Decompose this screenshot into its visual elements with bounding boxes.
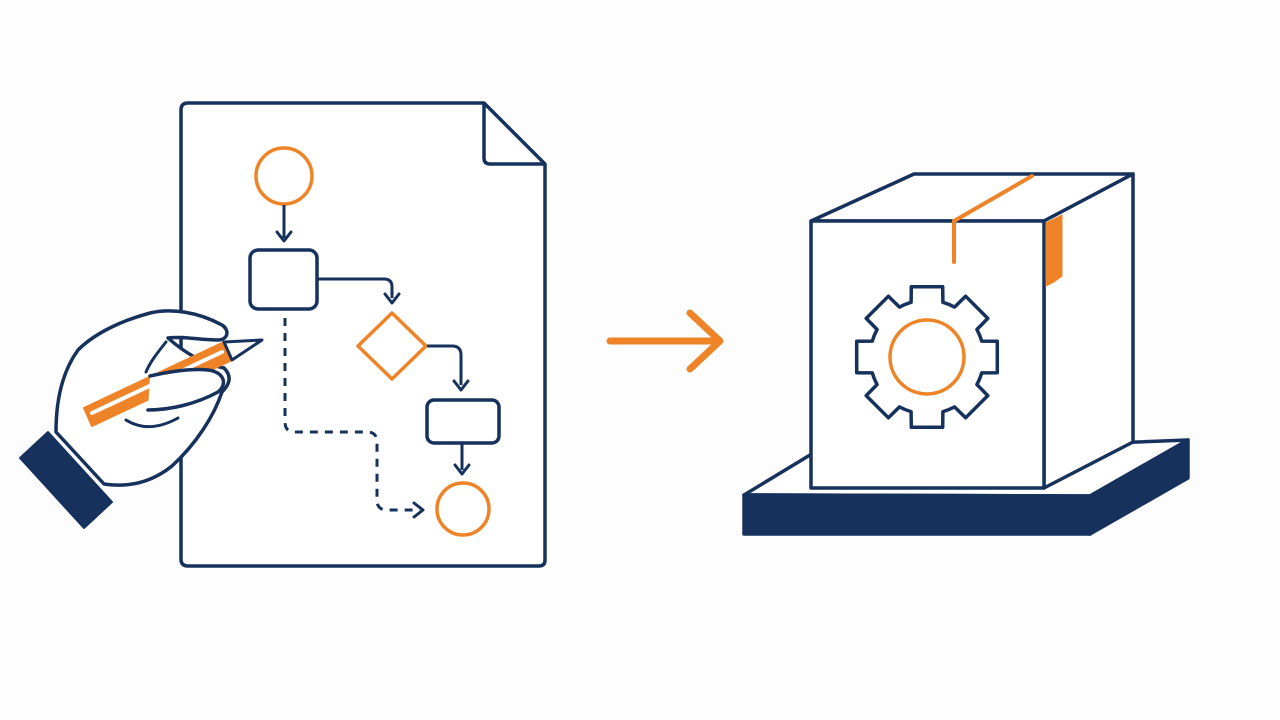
flow-arrowhead [412,501,425,519]
box-tape-tab [1045,214,1063,287]
flow-start-node [254,146,314,206]
platform-front [742,493,1092,536]
flow-connector [318,277,394,298]
flow-dashed-connector [283,318,420,512]
flowchart-icon [248,146,501,537]
flow-decision-node [356,311,428,381]
platform-side [1088,438,1190,536]
hand-finger-line [124,416,180,428]
document-folded-corner [482,103,545,166]
gear-center [888,318,966,396]
gear-outline [854,284,1000,430]
flow-arrowhead [452,379,470,392]
gear-icon [854,284,1000,430]
flow-process-node [425,398,501,445]
hand-thumb [146,367,226,412]
box-tape-top [952,174,1034,223]
document-icon [179,101,547,568]
arrow-right-icon [606,309,724,373]
flow-arrowhead [453,463,471,476]
flow-connector [427,344,463,385]
hand-finger-line [144,340,168,374]
flow-arrowhead [275,230,293,243]
sleeve-cuff [19,431,113,529]
flow-process-node [248,248,319,311]
flow-end-node [435,481,491,537]
pencil-icon [83,338,264,427]
arrow-head [686,309,724,373]
flow-arrowhead [383,292,401,305]
document-page [179,101,547,568]
pencil-tip [222,338,264,362]
